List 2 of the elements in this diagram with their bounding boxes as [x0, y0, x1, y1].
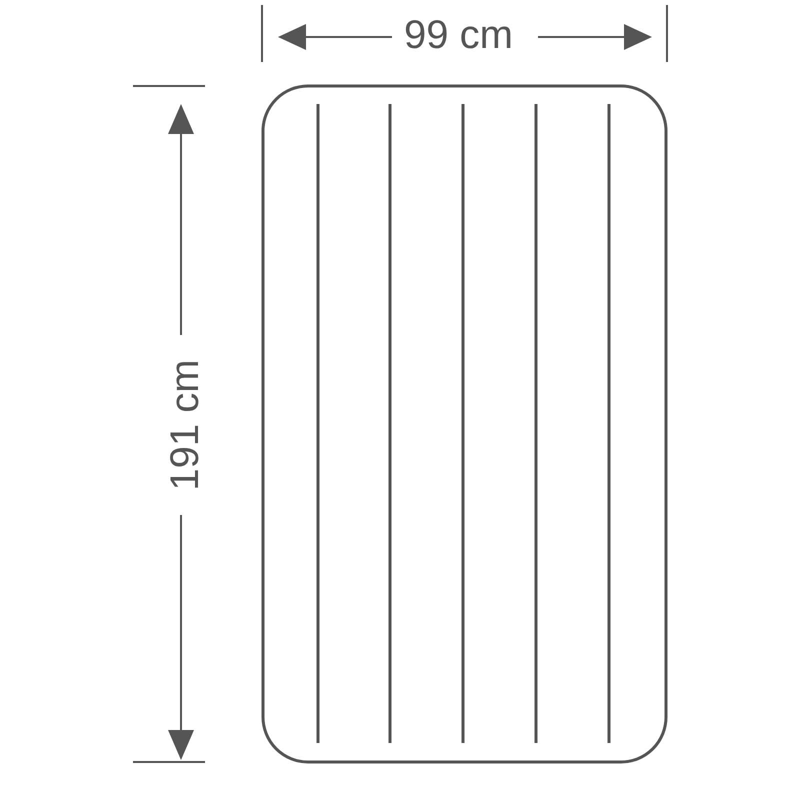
dimension-label: 99 cm [404, 15, 513, 55]
dimension-label: 191 cm [165, 358, 205, 493]
